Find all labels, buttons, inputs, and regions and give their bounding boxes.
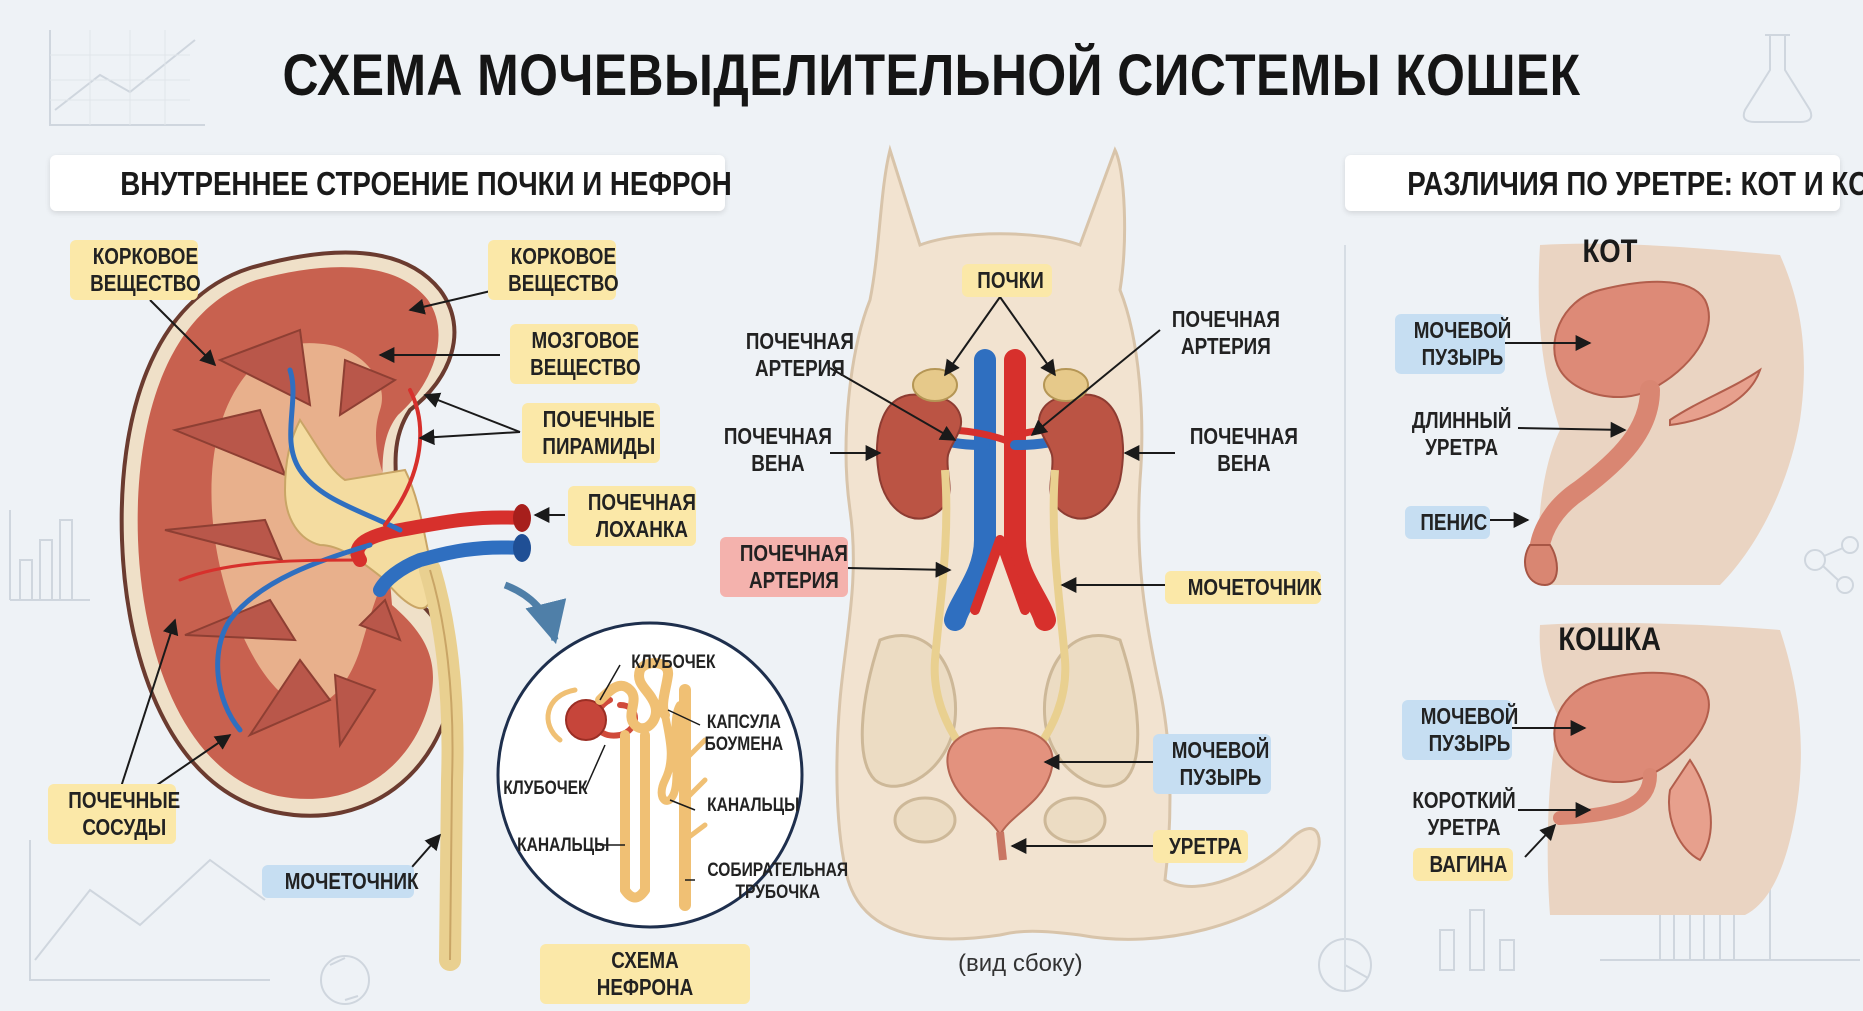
label-renal-vein-right: ПОЧЕЧНАЯ ВЕНА (1170, 420, 1302, 480)
label-renal-pyramids-text: ПОЧЕЧНЫЕ ПИРАМИДЫ (542, 406, 656, 459)
kidney-section-title-text: ВНУТРЕННЕЕ СТРОЕНИЕ ПОЧКИ И НЕФРОН (120, 165, 732, 202)
cat-urethra (996, 831, 1007, 861)
label-cortex-left-text: КОРКОВОЕ ВЕЩЕСТВО (90, 243, 201, 296)
label-vagina: ВАГИНА (1413, 848, 1513, 881)
label-penis-text: ПЕНИС (1420, 509, 1488, 535)
label-renal-artery-right: ПОЧЕЧНАЯ АРТЕРИЯ (1152, 303, 1284, 363)
label-medulla-text: МОЗГОВОЕ ВЕЩЕСТВО (530, 327, 641, 380)
label-tubules-right: КАНАЛЬЦЫ (695, 795, 799, 817)
label-vagina-text: ВАГИНА (1429, 851, 1508, 877)
label-renal-vessels: ПОЧЕЧНЫЕ СОСУДЫ (48, 784, 180, 844)
label-cat-bladder: МОЧЕВОЙ ПУЗЫРЬ (1153, 734, 1271, 794)
label-tubules-left: КАНАЛЬЦЫ (505, 835, 609, 857)
label-renal-vein-right-text: ПОЧЕЧНАЯ ВЕНА (1189, 423, 1298, 476)
label-kidney-ureter: МОЧЕТОЧНИК (262, 865, 419, 898)
label-male-bladder: МОЧЕВОЙ ПУЗЫРЬ (1395, 314, 1511, 374)
label-glomerulus-left-text: КЛУБОЧЕК (503, 778, 588, 799)
right-ureter (1036, 469, 1070, 748)
female-vagina (1668, 758, 1712, 862)
label-glomerulus-left: КЛУБОЧЕК (492, 778, 594, 800)
kidney-ureter-tube (419, 559, 464, 971)
kidney-section-title: ВНУТРЕННЕЕ СТРОЕНИЕ ПОЧКИ И НЕФРОН (50, 155, 732, 211)
page-title: СХЕМА МОЧЕВЫДЕЛИТЕЛЬНОЙ СИСТЕМЫ КОШЕК (282, 43, 1581, 108)
side-view-caption: (вид сбоку) (958, 950, 1083, 977)
label-renal-vessels-text: ПОЧЕЧНЫЕ СОСУДЫ (68, 787, 181, 840)
label-cat-urethra-text: УРЕТРА (1169, 833, 1242, 859)
nephron-diagram (496, 621, 804, 929)
kidney-ureter-outline (429, 569, 454, 961)
label-kidneys: ПОЧКИ (962, 264, 1052, 297)
label-glomerulus-top-text: КЛУБОЧЕК (630, 652, 716, 673)
left-ureter (930, 469, 964, 748)
label-cortex-right-text: КОРКОВОЕ ВЕЩЕСТВО (508, 243, 619, 296)
female-leader-lines (1505, 720, 1592, 858)
renal-vein-end (513, 534, 531, 562)
male-penis (1524, 544, 1558, 587)
label-collecting-duct: СОБИРАТЕЛЬНАЯ ТРУБОЧКА (690, 860, 848, 904)
label-renal-artery-highlight-text: ПОЧЕЧНАЯ АРТЕРИЯ (739, 540, 848, 593)
label-renal-pelvis: ПОЧЕЧНАЯ ЛОХАНКА (568, 486, 696, 546)
label-medulla: МОЗГОВОЕ ВЕЩЕСТВО (510, 324, 641, 384)
background-molecule-icon (1804, 536, 1859, 594)
label-bowman-capsule: КАПСУЛА БОУМЕНА (694, 712, 786, 756)
label-renal-artery-highlight: ПОЧЕЧНАЯ АРТЕРИЯ (720, 537, 848, 597)
label-nephron-scheme-text: СХЕМА НЕФРОНА (596, 947, 694, 1000)
label-cat-ureter: МОЧЕТОЧНИК (1165, 571, 1322, 604)
label-collecting-duct-text: СОБИРАТЕЛЬНАЯ ТРУБОЧКА (707, 860, 849, 903)
label-renal-vein-left: ПОЧЕЧНАЯ ВЕНА (704, 420, 836, 480)
urethra-section-title: РАЗЛИЧИЯ ПО УРЕТРЕ: КОТ И КОШКА (1345, 155, 1863, 211)
label-cortex-left: КОРКОВОЕ ВЕЩЕСТВО (70, 240, 201, 300)
to-nephron-arrow (503, 581, 567, 645)
label-male-urethra-text: ДЛИННЫЙ УРЕТРА (1411, 407, 1512, 460)
right-adrenal-gland (1043, 368, 1089, 402)
label-bowman-capsule-text: КАПСУЛА БОУМЕНА (704, 712, 784, 755)
label-female-bladder-text: МОЧЕВОЙ ПУЗЫРЬ (1420, 703, 1519, 756)
label-renal-artery-left-text: ПОЧЕЧНАЯ АРТЕРИЯ (745, 328, 854, 381)
male-heading: КОТ (1560, 233, 1660, 270)
label-tubules-left-text: КАНАЛЬЦЫ (517, 835, 610, 856)
label-male-urethra: ДЛИННЫЙ УРЕТРА (1393, 404, 1518, 464)
female-heading-text: КОШКА (1558, 621, 1662, 657)
left-adrenal-gland (912, 368, 958, 402)
label-kidneys-text: ПОЧКИ (977, 267, 1044, 293)
label-renal-artery-right-text: ПОЧЕЧНАЯ АРТЕРИЯ (1171, 306, 1280, 359)
label-kidney-ureter-text: МОЧЕТОЧНИК (284, 868, 419, 894)
cat-body-diagram (835, 144, 1321, 941)
label-male-bladder-text: МОЧЕВОЙ ПУЗЫРЬ (1413, 317, 1512, 370)
kidney-cross-section (119, 250, 567, 971)
male-leader-lines (1490, 335, 1627, 528)
background-cycle-icon (320, 955, 370, 1005)
label-female-urethra: КОРОТКИЙ УРЕТРА (1393, 784, 1518, 844)
urethra-section-title-text: РАЗЛИЧИЯ ПО УРЕТРЕ: КОТ И КОШКА (1407, 165, 1863, 202)
female-heading: КОШКА (1545, 621, 1675, 658)
male-long-urethra (1529, 380, 1660, 575)
background-flask-icon (1742, 34, 1813, 123)
nephron-leader-lines (584, 664, 701, 881)
label-penis: ПЕНИС (1405, 506, 1490, 539)
female-urinary-diagram (1539, 622, 1801, 915)
cat-leader-lines (829, 296, 1175, 854)
renal-vessels (178, 367, 527, 733)
label-tubules-right-text: КАНАЛЬЦЫ (707, 795, 800, 816)
label-renal-vein-left-text: ПОЧЕЧНАЯ ВЕНА (723, 423, 832, 476)
label-renal-pelvis-text: ПОЧЕЧНАЯ ЛОХАНКА (587, 489, 696, 542)
label-female-bladder: МОЧЕВОЙ ПУЗЫРЬ (1402, 700, 1518, 760)
label-nephron-scheme: СХЕМА НЕФРОНА (540, 944, 750, 1004)
label-renal-pyramids: ПОЧЕЧНЫЕ ПИРАМИДЫ (522, 403, 660, 463)
renal-artery-end (513, 504, 531, 532)
label-cat-ureter-text: МОЧЕТОЧНИК (1187, 574, 1322, 600)
label-cat-bladder-text: МОЧЕВОЙ ПУЗЫРЬ (1171, 737, 1270, 790)
male-urinary-diagram (1524, 243, 1804, 587)
label-cat-urethra: УРЕТРА (1153, 830, 1248, 863)
male-gland (1669, 367, 1762, 427)
male-heading-text: КОТ (1582, 233, 1638, 269)
label-glomerulus-top: КЛУБОЧЕК (618, 652, 728, 674)
label-female-urethra-text: КОРОТКИЙ УРЕТРА (1412, 787, 1516, 840)
renal-pyramids (164, 328, 402, 749)
label-cortex-right: КОРКОВОЕ ВЕЩЕСТВО (488, 240, 619, 300)
label-renal-artery-left: ПОЧЕЧНАЯ АРТЕРИЯ (726, 325, 858, 385)
